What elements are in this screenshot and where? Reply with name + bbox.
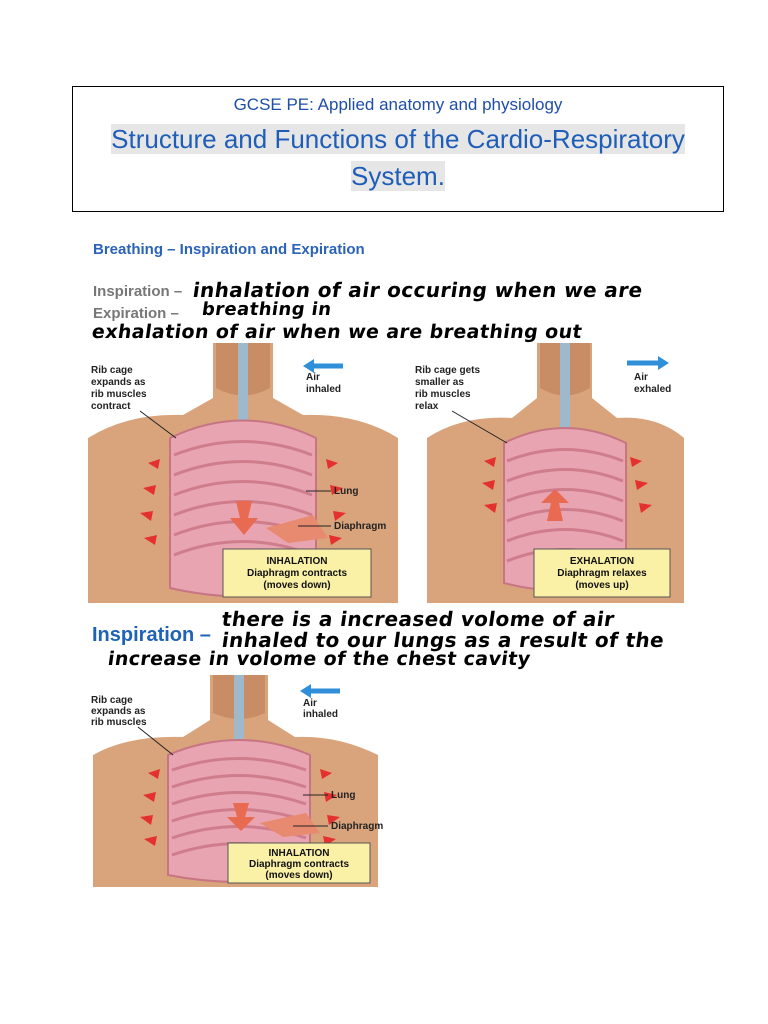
rib-label-1: Rib cage	[91, 695, 133, 706]
rib-label-2: expands as	[91, 706, 146, 717]
inhalation-box-line1: Diaphragm contracts	[247, 568, 347, 579]
diaphragm-label: Diaphragm	[331, 821, 383, 832]
inspiration-label-2: Inspiration –	[92, 624, 211, 646]
page-title-line1: Structure and Functions of the Cardio-Re…	[111, 124, 685, 154]
exhalation-box-line1: Diaphragm relaxes	[557, 568, 647, 579]
title-box: GCSE PE: Applied anatomy and physiology …	[72, 86, 724, 212]
diaphragm	[266, 515, 328, 543]
rib-label-1: Rib cage gets	[415, 365, 480, 376]
air-label-1: Air	[303, 698, 317, 709]
rib-label-4: relax	[415, 401, 439, 412]
exhalation-box-title: EXHALATION	[570, 556, 634, 567]
lung-label: Lung	[334, 486, 358, 497]
rib-label-3: rib muscles	[91, 389, 147, 400]
air-label-2: inhaled	[306, 384, 341, 395]
inhalation-box-line1: Diaphragm contracts	[249, 859, 349, 870]
air-label-1: Air	[306, 372, 320, 383]
diaphragm-arrow-down	[227, 803, 255, 831]
air-label-2: inhaled	[303, 709, 338, 720]
inhalation-box-title: INHALATION	[267, 556, 328, 567]
inspiration-label: Inspiration –	[93, 283, 183, 300]
inhalation-box-line2: (moves down)	[263, 580, 330, 591]
inhalation-diagram: Rib cage expands as rib muscles contract…	[88, 343, 398, 603]
diaphragm	[260, 813, 320, 837]
page-title: Structure and Functions of the Cardio-Re…	[83, 121, 713, 195]
air-label-1: Air	[634, 372, 648, 383]
exhalation-box-line2: (moves up)	[575, 580, 628, 591]
page-title-line2: System.	[351, 161, 445, 191]
inhalation-diagram-2: Rib cage expands as rib muscles Air inha…	[88, 675, 388, 887]
expiration-answer: exhalation of air when we are breathing …	[90, 321, 584, 343]
lung-label: Lung	[331, 790, 355, 801]
exhalation-diagram: Rib cage gets smaller as rib muscles rel…	[412, 343, 684, 603]
rib-label-1: Rib cage	[91, 365, 133, 376]
air-label-2: exhaled	[634, 384, 671, 395]
rib-label-3: rib muscles	[415, 389, 471, 400]
inhalation-box-title: INHALATION	[269, 848, 330, 859]
diaphragm-arrow-down	[230, 501, 258, 535]
inspiration2-answer-line3: increase in volome of the chest cavity	[106, 648, 533, 670]
inhalation-box	[222, 548, 372, 598]
section-heading: Breathing – Inspiration and Expiration	[93, 241, 365, 258]
rib-label-2: smaller as	[415, 377, 464, 388]
rib-label-2: expands as	[91, 377, 146, 388]
inspiration-answer-line2: breathing in	[200, 299, 333, 320]
inhalation-box-line2: (moves down)	[265, 870, 332, 881]
inhalation-box	[227, 842, 371, 884]
course-title: GCSE PE: Applied anatomy and physiology	[233, 95, 563, 114]
expiration-label: Expiration –	[93, 305, 179, 322]
exhalation-box	[533, 548, 671, 598]
diaphragm-label: Diaphragm	[334, 521, 386, 532]
diaphragm-arrow-up	[541, 489, 569, 521]
rib-label-4: contract	[91, 401, 131, 412]
rib-label-3: rib muscles	[91, 717, 147, 728]
